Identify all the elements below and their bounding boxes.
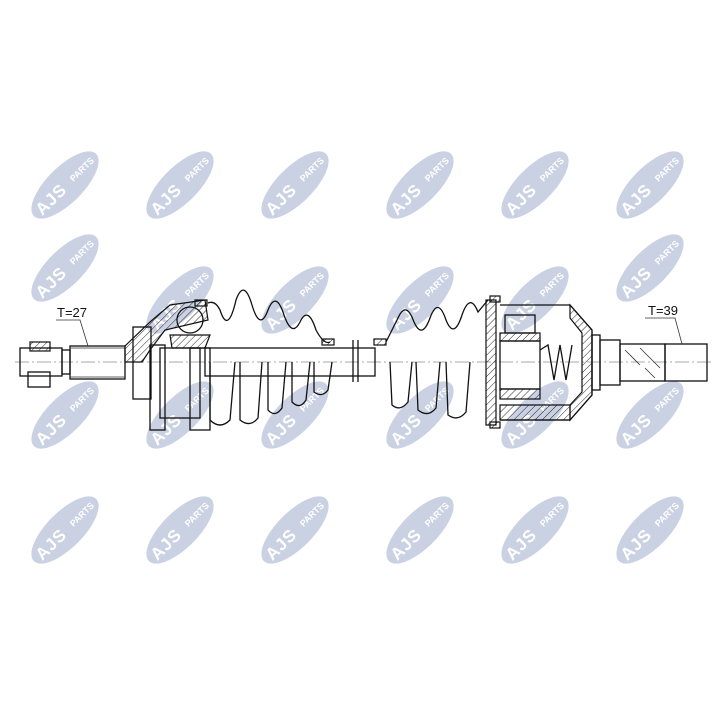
- inner-boot-lower: [389, 361, 471, 419]
- spring: [539, 343, 573, 381]
- inner-boot: [385, 299, 489, 343]
- right-leader: [645, 317, 683, 345]
- drive-shaft: T=27 T=39: [15, 289, 712, 431]
- left-tooth-label: T=27: [57, 305, 87, 320]
- left-spline: [69, 345, 126, 380]
- right-stub: [664, 343, 708, 382]
- ball: [176, 306, 204, 334]
- outer-boot-lower: [209, 361, 333, 426]
- right-tooth-label: T=39: [648, 303, 678, 318]
- nut: [29, 341, 51, 352]
- shaft: [204, 347, 376, 377]
- left-leader: [56, 319, 89, 347]
- right-spline: [619, 343, 666, 382]
- outer-boot: [207, 289, 331, 344]
